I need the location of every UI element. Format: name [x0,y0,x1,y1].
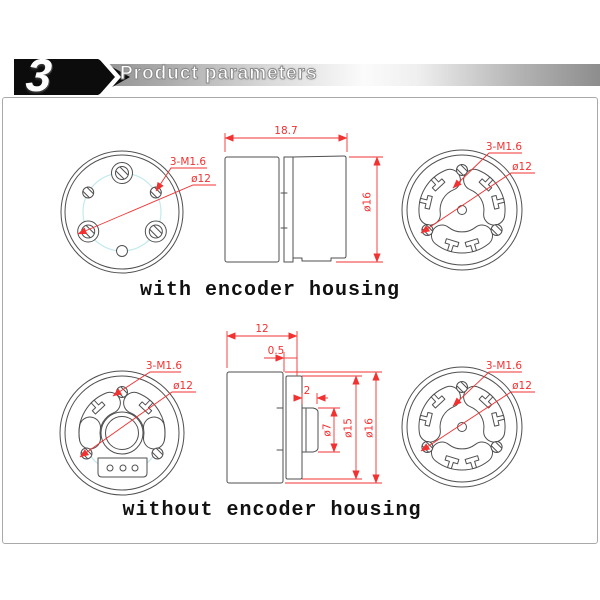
svg-text:ø16: ø16 [364,418,376,438]
svg-text:ø15: ø15 [343,418,355,438]
svg-text:ø7: ø7 [322,423,334,436]
svg-text:3-M1.6: 3-M1.6 [486,141,523,153]
rear-view-with-encoder [402,150,522,270]
svg-text:12: 12 [255,323,268,335]
svg-text:18.7: 18.7 [274,125,297,137]
svg-text:ø12: ø12 [512,380,532,392]
caption-without-encoder: without encoder housing [122,499,422,522]
front-view-without-encoder [59,370,185,496]
svg-text:0.5: 0.5 [268,345,285,357]
side-view-without-encoder: 12 0.5 2 ø7 ø15 ø16 [226,323,382,484]
page-title: Product parameters [120,63,318,85]
side-view-with-encoder: 18.7 ø16 [224,125,383,263]
caption-with-encoder: with encoder housing [139,279,401,302]
svg-text:ø12: ø12 [173,380,193,392]
shaft [301,407,319,453]
svg-text:3-M1.6: 3-M1.6 [486,360,523,372]
callouts-rear-without: 3-M1.6 ø12 [420,360,535,452]
svg-text:3-M1.6: 3-M1.6 [146,360,183,372]
bearing-boss [100,411,144,455]
front-view-with-encoder [60,150,184,274]
svg-text:2: 2 [304,385,311,397]
rear-view-without-encoder [402,367,522,487]
svg-text:ø12: ø12 [191,173,211,185]
svg-text:ø12: ø12 [512,161,532,173]
header-gradient-bar [64,64,600,86]
callouts-front-without: 3-M1.6 ø12 [79,360,196,458]
callouts-rear-with: 3-M1.6 ø12 [420,141,535,234]
svg-text:3-M1.6: 3-M1.6 [170,156,207,168]
callouts-front-with: 3-M1.6 ø12 [77,156,216,235]
svg-text:ø16: ø16 [362,192,374,212]
